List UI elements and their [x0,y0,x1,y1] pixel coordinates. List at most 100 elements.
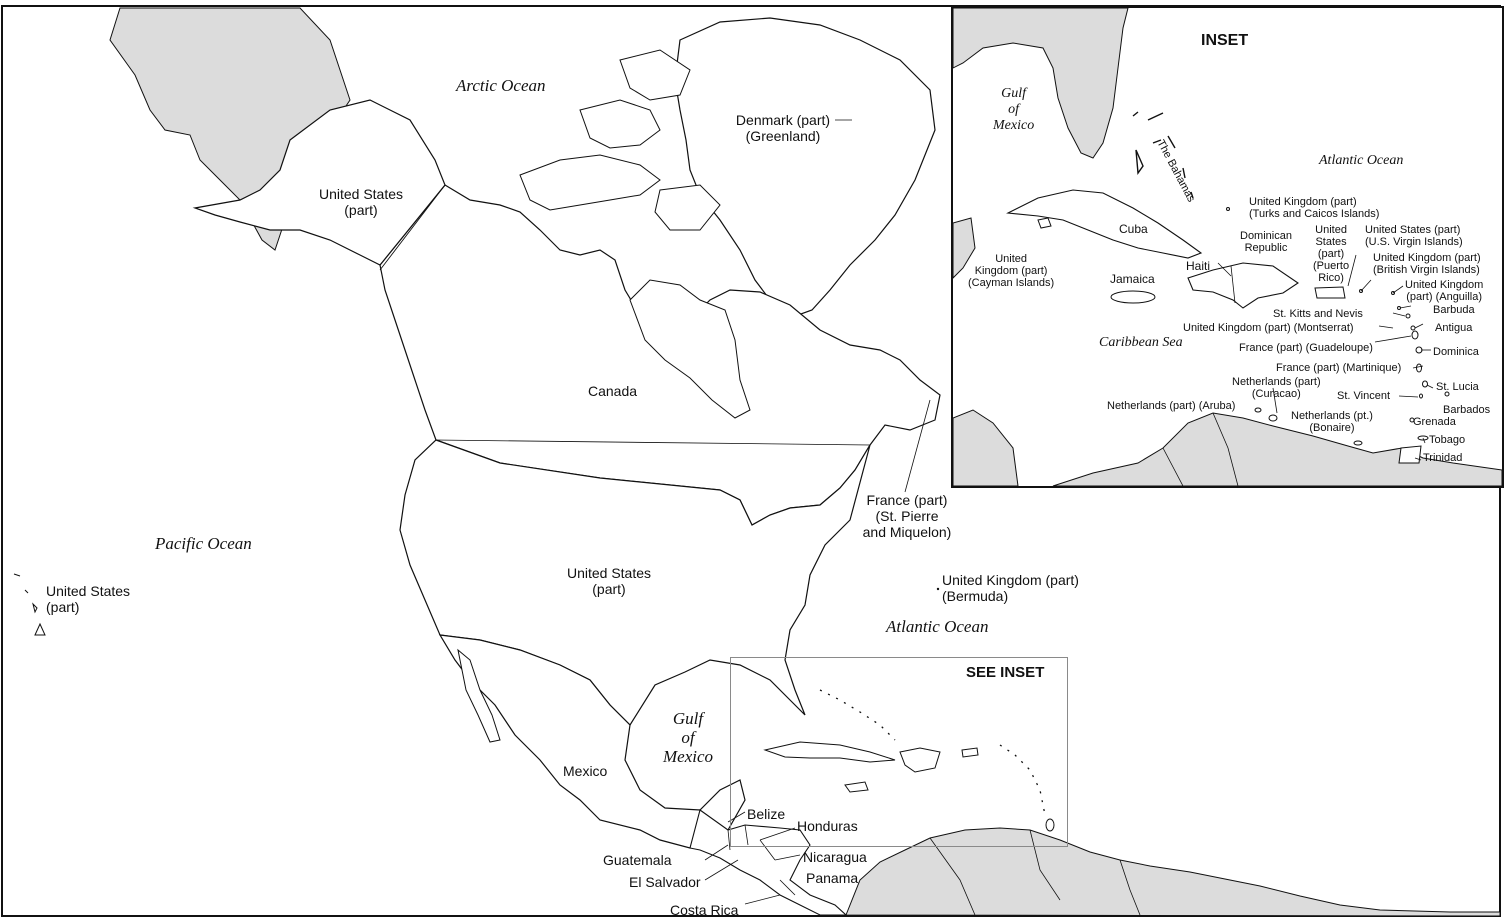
honduras-leader [759,827,796,841]
jamaica-main [844,781,869,793]
inset-south-america [1052,412,1502,486]
inset-dominican-line-1: Dominican [1240,230,1292,242]
inset-cayman-line-2: Kingdom (part) [974,265,1048,277]
inset-st-lucia-label: St. Lucia [1436,381,1479,393]
inset-curacao-line-2: (Curacao) [1251,388,1301,400]
inset-sa-borders [1162,412,1239,486]
inset-haiti-label: Haiti [1186,259,1211,273]
south-america-landmass [845,827,1501,917]
inset-pr-line-4: (Puerto [1313,260,1350,272]
inset-bahamas [1132,111,1194,199]
us-canada-alaska-border [379,184,446,271]
see-inset-box [730,657,1068,847]
st-pierre-line-3: and Miquelon) [862,524,952,540]
inset-central-america [953,409,1019,486]
inset-montserrat-label: United Kingdom (part) (Montserrat) [1183,322,1354,334]
guatemala-leader [704,844,729,861]
inset-anguilla-line-1: United Kingdom [1405,279,1484,291]
see-inset-label: SEE INSET [966,664,1045,681]
greenland-line-1: Denmark (part) [735,112,831,128]
inset-pr-line-5: Rico) [1318,272,1344,284]
inset-curacao-label: Netherlands (part) (Curacao) [1232,376,1321,400]
inset-cuba-label: Cuba [1119,222,1148,236]
puerto-rico-main [961,747,979,758]
honduras-label: Honduras [797,818,858,834]
el-salvador-label: El Salvador [629,874,701,890]
inset-dominican-line-2: Republic [1244,242,1288,254]
guatemala-label: Guatemala [603,852,672,868]
gulf-line-1: Gulf [672,709,704,728]
inset-cuba [1006,189,1203,259]
central-america-borders [727,824,796,896]
inset-gulf-line-3: Mexico [993,118,1035,133]
inset-haiti-dr-border [1230,265,1236,304]
inset-bonaire-line-1: Netherlands (pt.) [1291,410,1373,422]
st-pierre-leader [904,399,931,493]
canada-islands [519,49,721,231]
inset-anguilla-label: United Kingdom (part) (Anguilla) [1405,279,1483,303]
inset-turks-label: United Kingdom (part) (Turks and Caicos … [1249,196,1379,220]
inset-curacao-line-1: Netherlands (part) [1232,376,1321,388]
cuba-main [763,741,896,763]
inset-cayman-label: United Kingdom (part) (Cayman Islands) [968,253,1054,289]
hispaniola-main [899,747,941,773]
usa-alaska-line-1: United States [318,186,404,202]
florida-keys-bahamas [819,689,1046,816]
inset-leaders [1217,254,1434,461]
usa-main-label: United States (part) [556,565,662,597]
inset-yucatan [953,217,976,279]
inset-guadeloupe-label: France (part) (Guadeloupe) [1239,342,1373,354]
inset-atlantic-label: Atlantic Ocean [1319,153,1404,168]
inset-grenada-label: Grenada [1413,416,1456,428]
bermuda-line-2: (Bermuda) [942,588,1009,604]
inset-cayman-line-1: United [995,253,1027,265]
inset-puerto-rico [1314,286,1346,299]
inset-jamaica [1110,290,1156,304]
inset-barbados-label: Barbados [1443,404,1491,416]
inset-usvi-line-1: United States (part) [1365,224,1461,236]
venezuela-border [1029,829,1061,901]
guyana-border [1119,859,1141,916]
caribbean-inset: INSET Gulf of Mexico Atlantic Ocean Cari… [951,6,1504,488]
bermuda-line-1: United Kingdom (part) [942,572,1079,588]
inset-anguilla-line-2: (part) (Anguilla) [1406,291,1483,303]
usa-hawaii-line-1: United States [46,583,131,599]
inset-dominican-label: Dominican Republic [1240,230,1292,254]
inset-st-kitts-label: St. Kitts and Nevis [1273,308,1363,320]
inset-caribbean-label: Caribbean Sea [1099,335,1183,350]
inset-st-vincent-label: St. Vincent [1337,390,1390,402]
inset-gulf-label: Gulf of Mexico [993,86,1034,134]
inset-bvi-label: United Kingdom (part) (British Virgin Is… [1373,252,1481,276]
greenland-line-2: (Greenland) [745,128,821,144]
gulf-line-3: Mexico [662,747,714,766]
inset-bvi-line-1: United Kingdom (part) [1373,252,1481,264]
inset-usvi-line-2: (U.S. Virgin Islands) [1365,236,1463,248]
st-pierre-line-1: France (part) [866,492,948,508]
inset-gulf-line-2: of [1008,102,1020,117]
colombia-border [929,837,976,916]
bermuda-dot [936,587,940,591]
usa-main-line-2: (part) [592,581,626,597]
mexico-landmass [438,634,746,849]
trinidad-main [1045,818,1055,832]
inset-barbuda-label: Barbuda [1433,304,1475,316]
inset-pr-line-2: States [1315,236,1347,248]
nicaragua-label: Nicaragua [803,849,867,865]
inset-turks-line-2: (Turks and Caicos Islands) [1249,208,1380,220]
el-salvador-leader [704,859,739,881]
inset-hispaniola [1187,262,1299,309]
usa-main-line-1: United States [566,565,652,581]
us-canada-border [435,439,871,446]
alaska-landmass [192,99,446,266]
inset-pr-line-1: United [1315,224,1347,236]
inset-dominica-label: Dominica [1433,346,1479,358]
inset-gulf-line-1: Gulf [1001,86,1027,101]
st-pierre-line-2: (St. Pierre [875,508,939,524]
nicaragua-leader [774,854,801,861]
inset-bonaire-line-2: (Bonaire) [1309,422,1355,434]
usa-hawaii-line-2: (part) [46,599,80,615]
inset-usvi-label: United States (part) (U.S. Virgin Island… [1365,224,1463,248]
hudson-bay [629,279,751,419]
costa-rica-label: Costa Rica [670,902,739,918]
